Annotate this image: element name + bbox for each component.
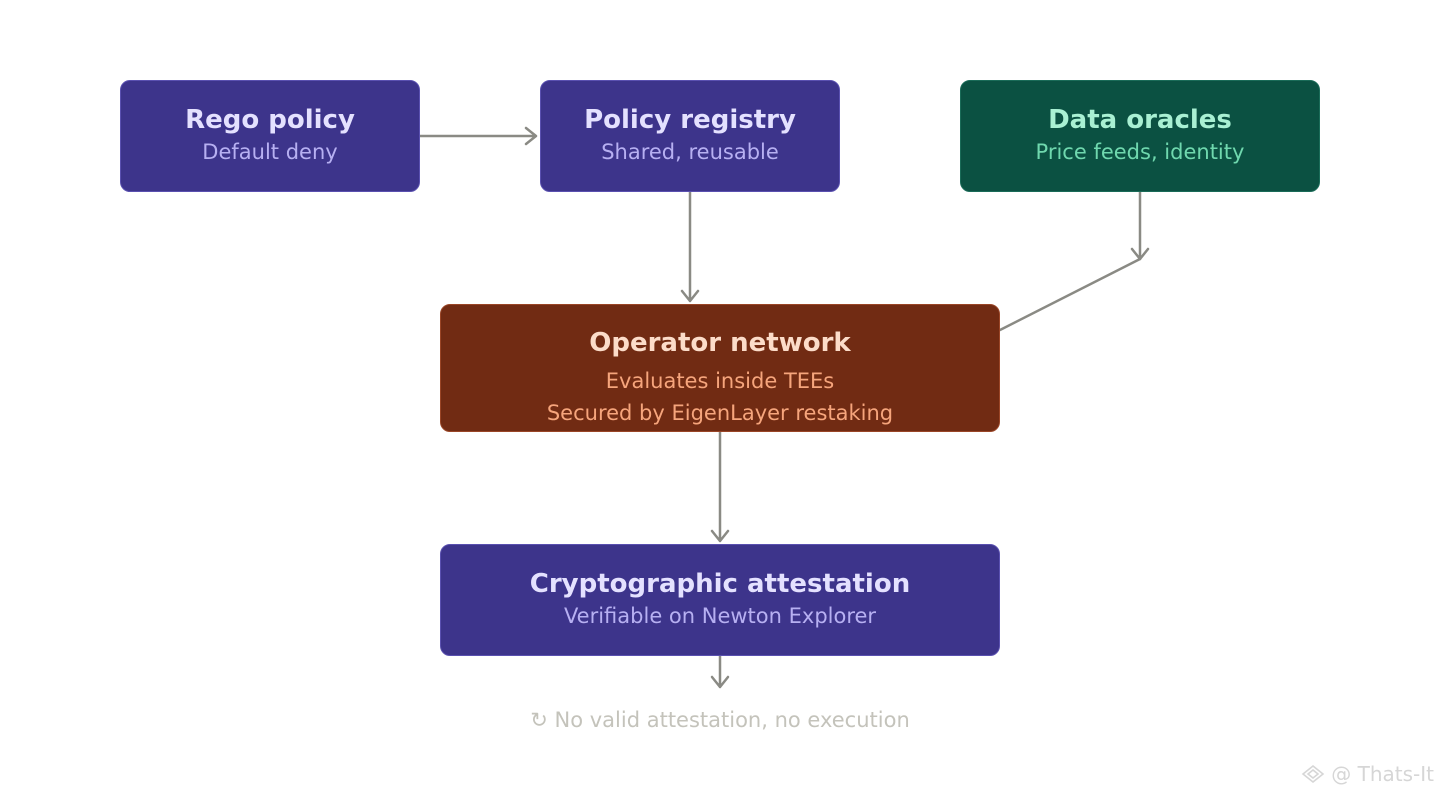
node-title: Operator network <box>589 328 851 358</box>
outcome-note-text: No valid attestation, no execution <box>554 708 910 732</box>
rego-policy-node: Rego policy Default deny <box>120 80 420 192</box>
watermark-text: @ Thats-It <box>1331 762 1434 786</box>
policy-registry-node: Policy registry Shared, reusable <box>540 80 840 192</box>
node-subtitle: Verifiable on Newton Explorer <box>563 604 877 628</box>
watermark: @ Thats-It <box>1301 760 1434 788</box>
node-subtitle: Shared, reusable <box>601 140 779 164</box>
node-title: Rego policy <box>185 105 355 135</box>
node-title: Data oracles <box>1048 105 1232 135</box>
arrow-registry-to-operator <box>680 190 700 303</box>
line-oracles-to-operator <box>998 257 1142 332</box>
logo-icon <box>1301 764 1325 784</box>
arrow-attestation-to-outcome <box>710 654 730 689</box>
arrow-operator-to-attestation <box>710 430 730 543</box>
node-subtitle-line-1: Evaluates inside TEEs <box>605 369 835 393</box>
node-title: Policy registry <box>584 105 796 135</box>
operator-network-node: Operator network Evaluates inside TEEs S… <box>440 304 1000 432</box>
node-subtitle: Default deny <box>202 140 338 164</box>
node-subtitle: Price feeds, identity <box>1035 140 1245 164</box>
node-title: Cryptographic attestation <box>529 569 911 599</box>
arrow-rego-to-registry <box>418 126 538 146</box>
arrow-oracles-down <box>1130 190 1150 261</box>
cryptographic-attestation-node: Cryptographic attestation Verifiable on … <box>440 544 1000 656</box>
node-subtitle-line-2: Secured by EigenLayer restaking <box>546 401 894 425</box>
cycle-icon: ↻ <box>530 708 548 732</box>
outcome-note: ↻ No valid attestation, no execution <box>0 704 1440 736</box>
data-oracles-node: Data oracles Price feeds, identity <box>960 80 1320 192</box>
